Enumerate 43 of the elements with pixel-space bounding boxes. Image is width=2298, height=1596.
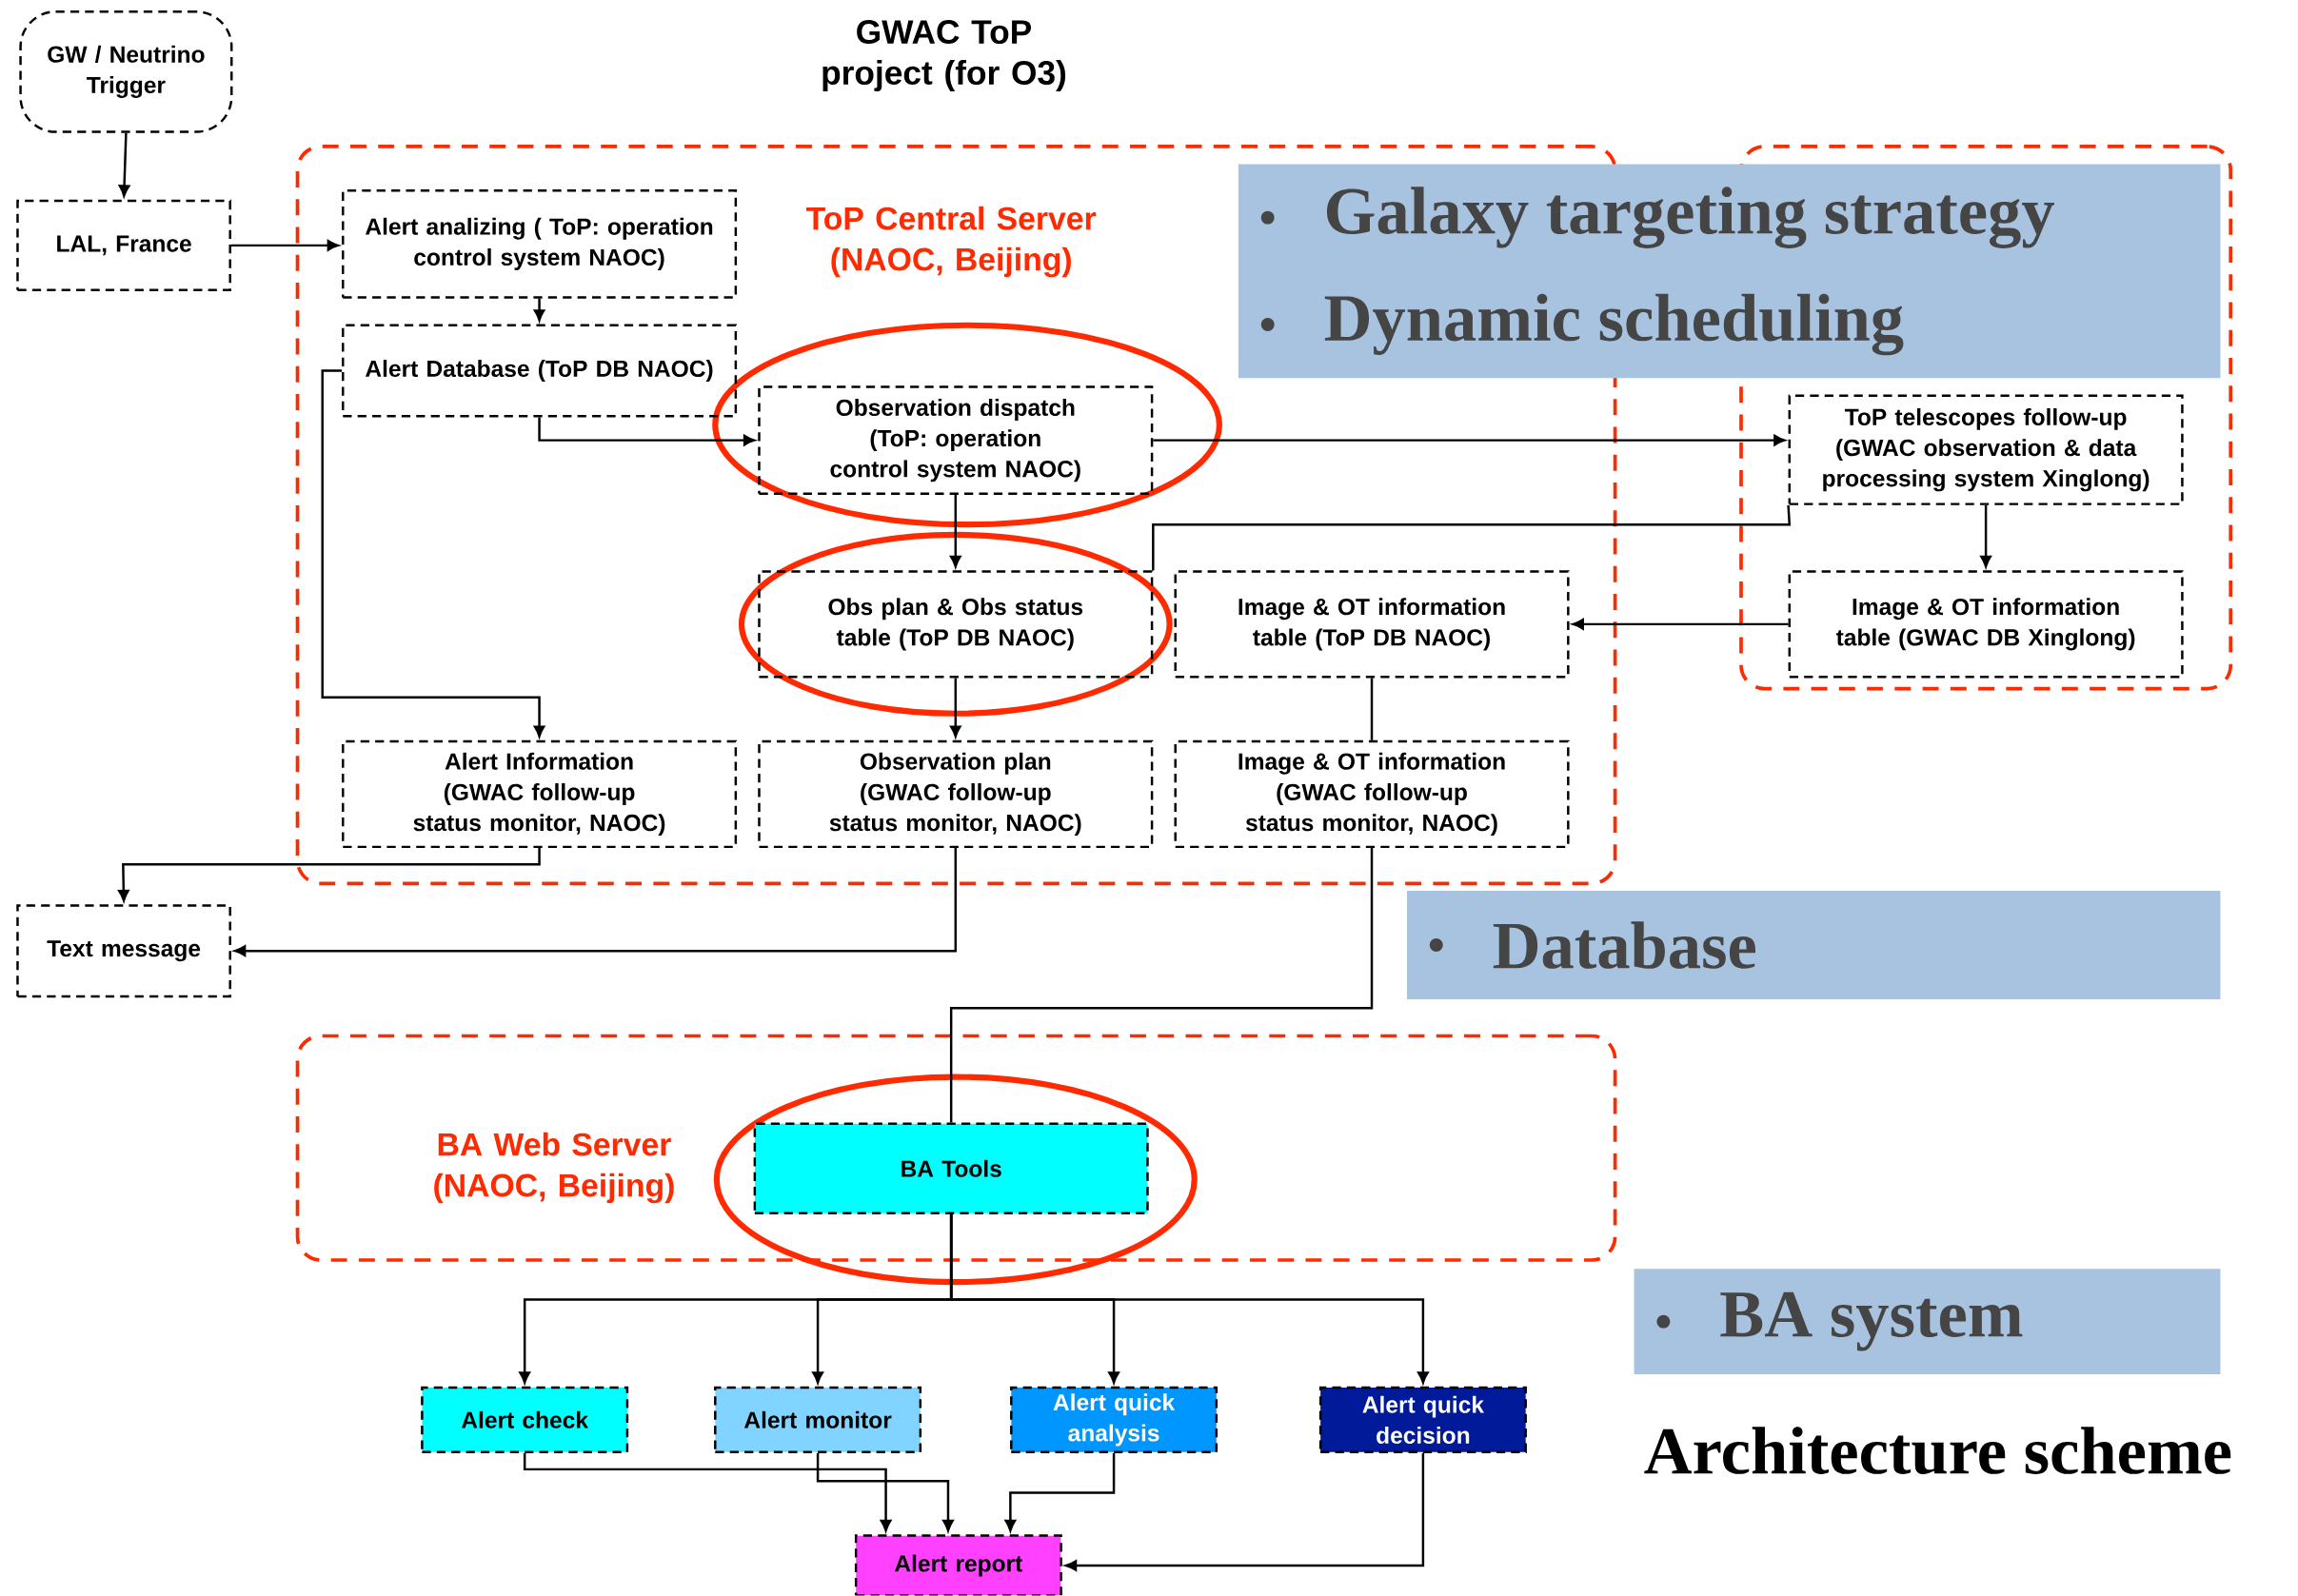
arrow: [816, 1453, 954, 1532]
process-box: Observation dispatch (ToP: operation control system NAOC): [758, 385, 1154, 496]
process-box: Observation plan (GWAC follow-up status monitor, NAOC): [758, 740, 1154, 849]
highlight-banner: Database: [1407, 891, 2221, 1000]
process-box: Alert Information (GWAC follow-up status monitor, NAOC): [342, 740, 738, 849]
connector-line: [949, 848, 1374, 1123]
arrow: [230, 240, 339, 251]
arrow: [1064, 1453, 1425, 1572]
process-box: Alert quick decision: [1318, 1386, 1527, 1454]
arrow: [538, 417, 756, 446]
title: GWAC ToP project (for O3): [822, 20, 1066, 92]
arrow: [949, 1214, 1429, 1384]
process-box: Image & OT information table (GWAC DB Xinglong): [1788, 570, 2184, 679]
highlight-banner: BA system: [1634, 1269, 2221, 1375]
process-box: Text message: [16, 904, 231, 998]
process-box: Alert Database (ToP DB NAOC): [342, 324, 738, 418]
process-box: Alert analizing ( ToP: operation control system NAOC): [342, 189, 738, 299]
arrow: [950, 678, 961, 738]
rounded-box: GW / Neutrino Trigger: [19, 10, 233, 133]
process-box: Alert monitor: [714, 1386, 922, 1454]
process-box: Image & OT information table (ToP DB NAOC): [1174, 570, 1570, 679]
process-box: LAL, France: [16, 199, 231, 292]
process-box: Alert check: [421, 1386, 629, 1454]
connector-line: [1152, 505, 1792, 571]
process-box: Alert report: [854, 1534, 1062, 1596]
arrow: [533, 299, 545, 322]
arrow: [1980, 505, 1991, 568]
arrow: [523, 1453, 892, 1532]
process-box: Image & OT information (GWAC follow-up status monitor, NAOC): [1174, 740, 1570, 849]
connector-line: [1370, 678, 1374, 740]
process-box: BA Tools: [753, 1122, 1149, 1215]
arrow: [950, 495, 961, 568]
arrow: [1572, 619, 1789, 630]
process-box: ToP telescopes follow-up (GWAC observation & data processing system Xinglong): [1788, 394, 2184, 506]
arrow: [234, 848, 957, 957]
arrow: [1153, 435, 1786, 446]
slide-heading: Architecture scheme: [1644, 1427, 2231, 1475]
process-box: Obs plan & Obs status table (ToP DB NAOC): [758, 570, 1154, 679]
highlight-banner: Galaxy targeting strategy Dynamic scheduling: [1238, 164, 2221, 379]
process-box: Alert quick analysis: [1010, 1386, 1218, 1454]
arrow: [1004, 1453, 1116, 1532]
arrow: [118, 848, 541, 902]
arrow: [118, 133, 130, 197]
